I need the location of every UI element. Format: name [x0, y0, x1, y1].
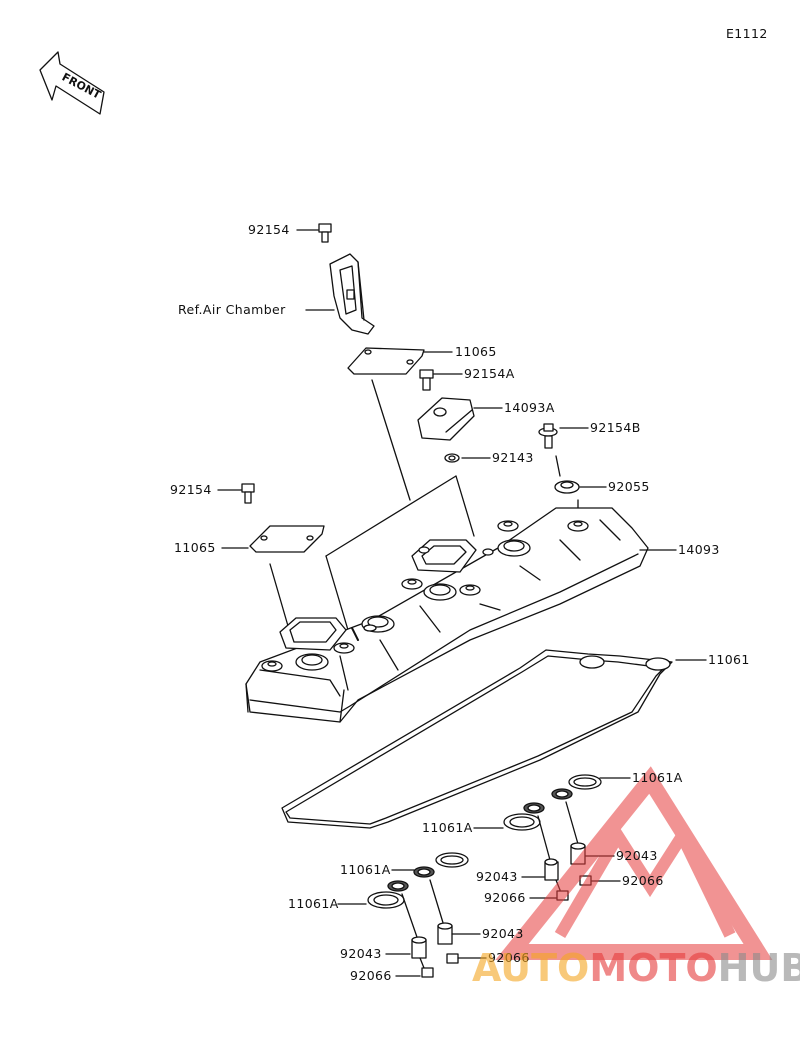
cap-92066-left-1 [446, 953, 459, 964]
label-92066-left-2: 92066 [350, 968, 392, 983]
label-92043-left-1: 92043 [482, 926, 524, 941]
cap-92066-left-2 [421, 967, 434, 978]
air-chamber-bracket [329, 253, 375, 335]
label-11061A-right-bottom: 11061A [422, 820, 473, 835]
grommet-92055 [554, 480, 580, 494]
o-ring-11061A-left-4 [367, 891, 405, 909]
label-11061A-left-bottom: 11061A [288, 896, 339, 911]
cap-14093A [417, 397, 475, 441]
sleeve-92043-left-1 [437, 922, 453, 945]
label-11061A-left-top: 11061A [340, 862, 391, 877]
bolt-92154A [419, 369, 434, 391]
watermark-hub: HUB [717, 946, 800, 990]
gasket-11065-left [249, 525, 325, 553]
label-92066-right-1: 92066 [622, 873, 664, 888]
cover-gasket-11061 [281, 649, 673, 829]
front-arrow-icon: FRONT [39, 51, 105, 115]
watermark-auto: AUTO [472, 946, 590, 990]
label-11061: 11061 [708, 652, 750, 667]
label-ref-air-chamber: Ref.Air Chamber [178, 302, 286, 317]
watermark-text: AUTOMOTOHUB [472, 948, 800, 988]
diagram-code: E1112 [726, 26, 768, 41]
automotohub-logo [495, 766, 773, 960]
bolt-92154-left [241, 483, 255, 504]
label-92066-left-1: 92066 [488, 950, 530, 965]
bolt-92154B [538, 423, 558, 449]
label-11061A-right-top: 11061A [632, 770, 683, 785]
label-92043-right-2: 92043 [476, 869, 518, 884]
label-92066-right-2: 92066 [484, 890, 526, 905]
o-ring-11061A-left-3 [387, 880, 409, 892]
cylinder-head-cover-14093 [245, 507, 649, 723]
label-14093: 14093 [678, 542, 720, 557]
washer-92143 [444, 453, 460, 463]
sleeve-92043-left-2 [411, 936, 427, 959]
label-92154-left: 92154 [170, 482, 212, 497]
o-ring-11061A-right-1 [568, 774, 602, 790]
sleeve-92043-right-2 [544, 858, 559, 881]
o-ring-11061A-right-3 [523, 802, 545, 814]
o-ring-11061A-right-4 [503, 813, 541, 831]
label-11065-top: 11065 [455, 344, 497, 359]
label-14093A: 14093A [504, 400, 555, 415]
watermark-moto: MOTO [589, 946, 718, 990]
label-92143: 92143 [492, 450, 534, 465]
o-ring-11061A-left-2 [413, 866, 435, 878]
label-92043-left-2: 92043 [340, 946, 382, 961]
label-92154-top: 92154 [248, 222, 290, 237]
o-ring-11061A-left-1 [435, 852, 469, 868]
bolt-92154-top [318, 223, 332, 243]
label-92043-right-1: 92043 [616, 848, 658, 863]
label-92055: 92055 [608, 479, 650, 494]
o-ring-11061A-right-2 [551, 788, 573, 800]
gasket-11065-top [347, 347, 425, 375]
label-92154A: 92154A [464, 366, 515, 381]
label-92154B: 92154B [590, 420, 641, 435]
label-11065-left: 11065 [174, 540, 216, 555]
